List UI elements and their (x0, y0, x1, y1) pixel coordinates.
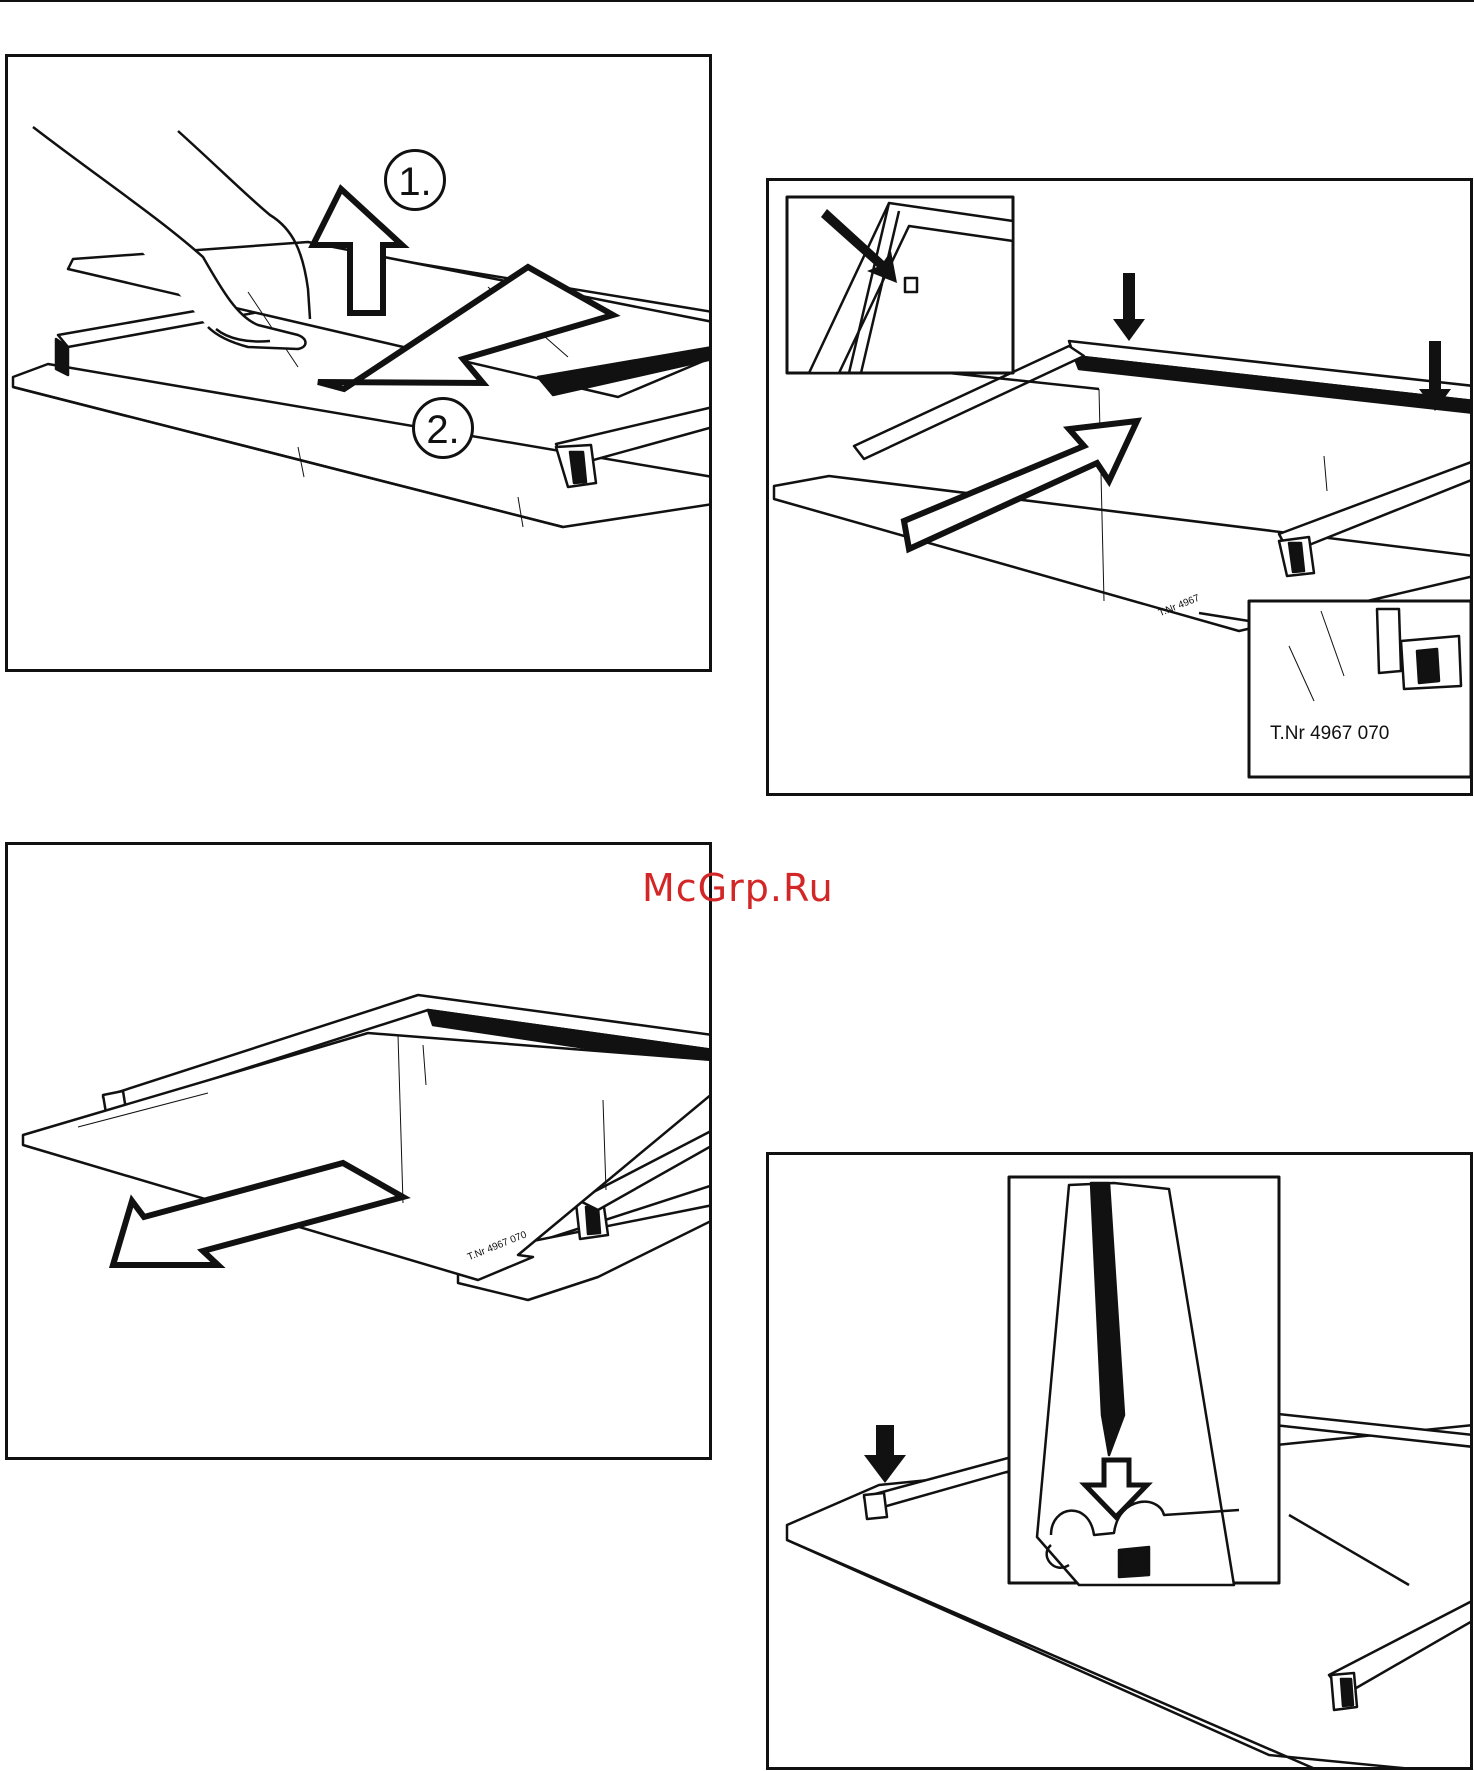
watermark: McGrp.Ru (642, 866, 834, 910)
figure-rail-detail (766, 1152, 1473, 1770)
illustration-insert-glass (769, 181, 1473, 796)
top-rule (0, 0, 1474, 2)
figure-remove-glass: 1. 2. (5, 54, 712, 672)
illustration-pull-out-plate (8, 845, 712, 1460)
illustration-remove-glass (8, 57, 712, 672)
figure-insert-glass: T.Nr 4967 070 T.Nr 4967 (766, 178, 1473, 796)
figure-pull-out-plate: T.Nr 4967 070 (5, 842, 712, 1460)
illustration-rail-detail (769, 1155, 1473, 1770)
step-label-1: 1. (384, 149, 446, 211)
part-number-label: T.Nr 4967 070 (1270, 723, 1389, 745)
step-label-2: 2. (412, 397, 474, 459)
